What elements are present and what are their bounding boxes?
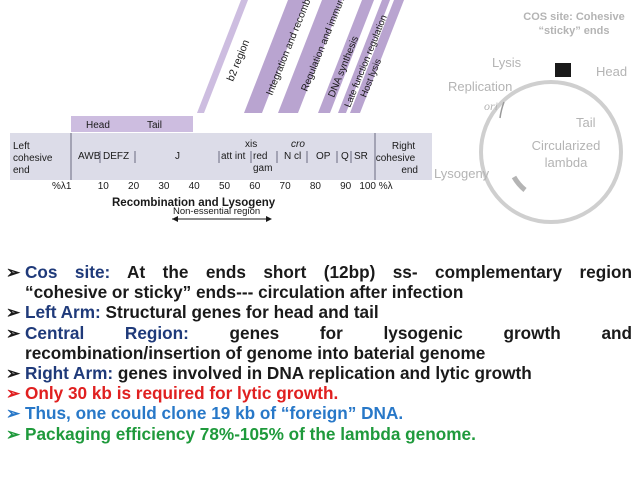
gene-gam: gam	[253, 163, 272, 174]
scale-tick-label: 70	[280, 181, 292, 192]
cos-site-text: At the ends short (12bp) ss- complementa…	[110, 262, 633, 282]
right-end-label: Right cohesive end	[376, 141, 418, 176]
head-band	[71, 116, 131, 132]
nonessential-arrow-right-head	[266, 216, 272, 222]
bullet-arrow-icon: ➢	[6, 423, 21, 444]
gene-awb: AWB	[78, 151, 101, 162]
bullet-arrow-icon: ➢	[6, 403, 21, 424]
host-lysis-band	[350, 0, 404, 113]
gene-cro: cro	[291, 139, 305, 150]
bullet-arrow-icon: ➢	[6, 363, 21, 384]
bullet-left-arm: ➢ Left Arm: Structural genes for head an…	[6, 302, 632, 322]
cos-site-heading: Cos site:	[25, 262, 111, 282]
packaging-text: Packaging efficiency 78%-105% of the lam…	[25, 423, 476, 444]
integration-band	[244, 0, 306, 113]
scale-tick-label: 40	[189, 181, 201, 192]
gene-xis: xis	[245, 139, 257, 150]
right-arm-text: genes involved in DNA replication and ly…	[113, 363, 532, 384]
left-end-label: Left cohesive end	[13, 141, 55, 176]
lysogeny-arc	[511, 175, 527, 192]
cos-site-continuation: “cohesive or sticky” ends--- circulation…	[25, 282, 464, 303]
ori-label: ori	[484, 99, 498, 113]
central-region-continuation: recombination/insertion of genome into b…	[25, 342, 486, 363]
gene-op: OP	[316, 151, 331, 162]
bullet-arrow-icon: ➢	[6, 302, 21, 323]
cos-site-marker	[555, 63, 571, 77]
bullet-cos-site: ➢ Cos site: At the ends short (12bp) ss-…	[6, 262, 632, 302]
lytic-growth-text: Only 30 kb is required for lytic growth.	[25, 383, 339, 404]
scale-tick-label: 20	[128, 181, 140, 192]
head-label: Head	[86, 120, 110, 131]
bullet-arrow-icon: ➢	[6, 383, 21, 404]
late-regulation-band	[338, 0, 390, 113]
circularized-line1: Circularized	[532, 138, 601, 153]
left-arm-heading: Left Arm:	[25, 302, 101, 323]
foreign-dna-text: Thus, one could clone 19 kb of “foreign”…	[25, 403, 404, 424]
tail-band	[131, 116, 193, 132]
gene-j: J	[175, 151, 180, 162]
gene-n-cl: N cl	[284, 151, 301, 162]
lambda-genome-figure: b2 region Integration and recombination …	[10, 0, 627, 224]
gene-att-int: att int	[221, 151, 246, 162]
lambda-circle	[479, 80, 623, 224]
bullet-central-region: ➢ Central Region: genes for lysogenic gr…	[6, 323, 632, 363]
replication-label: Replication	[448, 79, 512, 94]
tail-circle-label: Tail	[576, 115, 596, 130]
map-title: Recombination and Lysogeny	[112, 197, 276, 209]
bullet-arrow-icon: ➢	[6, 322, 21, 343]
bullet-foreign-dna: ➢ Thus, one could clone 19 kb of “foreig…	[6, 403, 632, 423]
b2-region-band	[197, 0, 248, 113]
central-region-heading: Central Region:	[25, 322, 189, 343]
dna-synthesis-band	[318, 0, 374, 113]
scale-start-label: %λ1	[52, 181, 72, 192]
bullet-lytic-growth: ➢ Only 30 kb is required for lytic growt…	[6, 383, 632, 403]
bullet-packaging: ➢ Packaging efficiency 78%-105% of the l…	[6, 424, 632, 444]
scale-tick-label: 80	[310, 181, 322, 192]
central-region-text: genes for lysogenic growth and	[188, 322, 632, 343]
gene-red: red	[253, 151, 267, 162]
scale-tick-label: 10	[98, 181, 110, 192]
left-arm-text: Structural genes for head and tail	[100, 302, 379, 323]
gene-sr: SR	[354, 151, 368, 162]
bullet-arrow-icon: ➢	[6, 262, 21, 282]
head-circle-label: Head	[596, 64, 627, 79]
nonessential-label: Non-essential region	[173, 206, 260, 217]
scale-tick-label: 90	[340, 181, 352, 192]
gene-q: Q	[341, 151, 349, 162]
lysogeny-label: Lysogeny	[434, 166, 490, 181]
bullet-right-arm: ➢ Right Arm: genes involved in DNA repli…	[6, 363, 632, 383]
tail-label: Tail	[147, 120, 162, 131]
scale-tick-label: 30	[158, 181, 170, 192]
right-arm-heading: Right Arm:	[25, 363, 114, 384]
scale-ticks: 10 20 30 40 50 60 70 80 90 100 %λ	[98, 181, 393, 192]
scale-tick-label: 100 %λ	[359, 181, 392, 192]
ori-marker	[499, 101, 505, 119]
circularized-line2: lambda	[545, 155, 588, 170]
regulation-band	[278, 0, 342, 113]
bullet-list: ➢ Cos site: At the ends short (12bp) ss-…	[6, 262, 632, 444]
scale-tick-label: 60	[249, 181, 261, 192]
nonessential-arrow-left-head	[172, 216, 178, 222]
cos-title-line2: “sticky” ends	[539, 25, 610, 37]
genome-bar	[10, 133, 432, 180]
gene-defz: DEFZ	[103, 151, 129, 162]
lysis-label: Lysis	[492, 55, 522, 70]
cos-title-line1: COS site: Cohesive	[523, 11, 624, 23]
scale-tick-label: 50	[219, 181, 231, 192]
